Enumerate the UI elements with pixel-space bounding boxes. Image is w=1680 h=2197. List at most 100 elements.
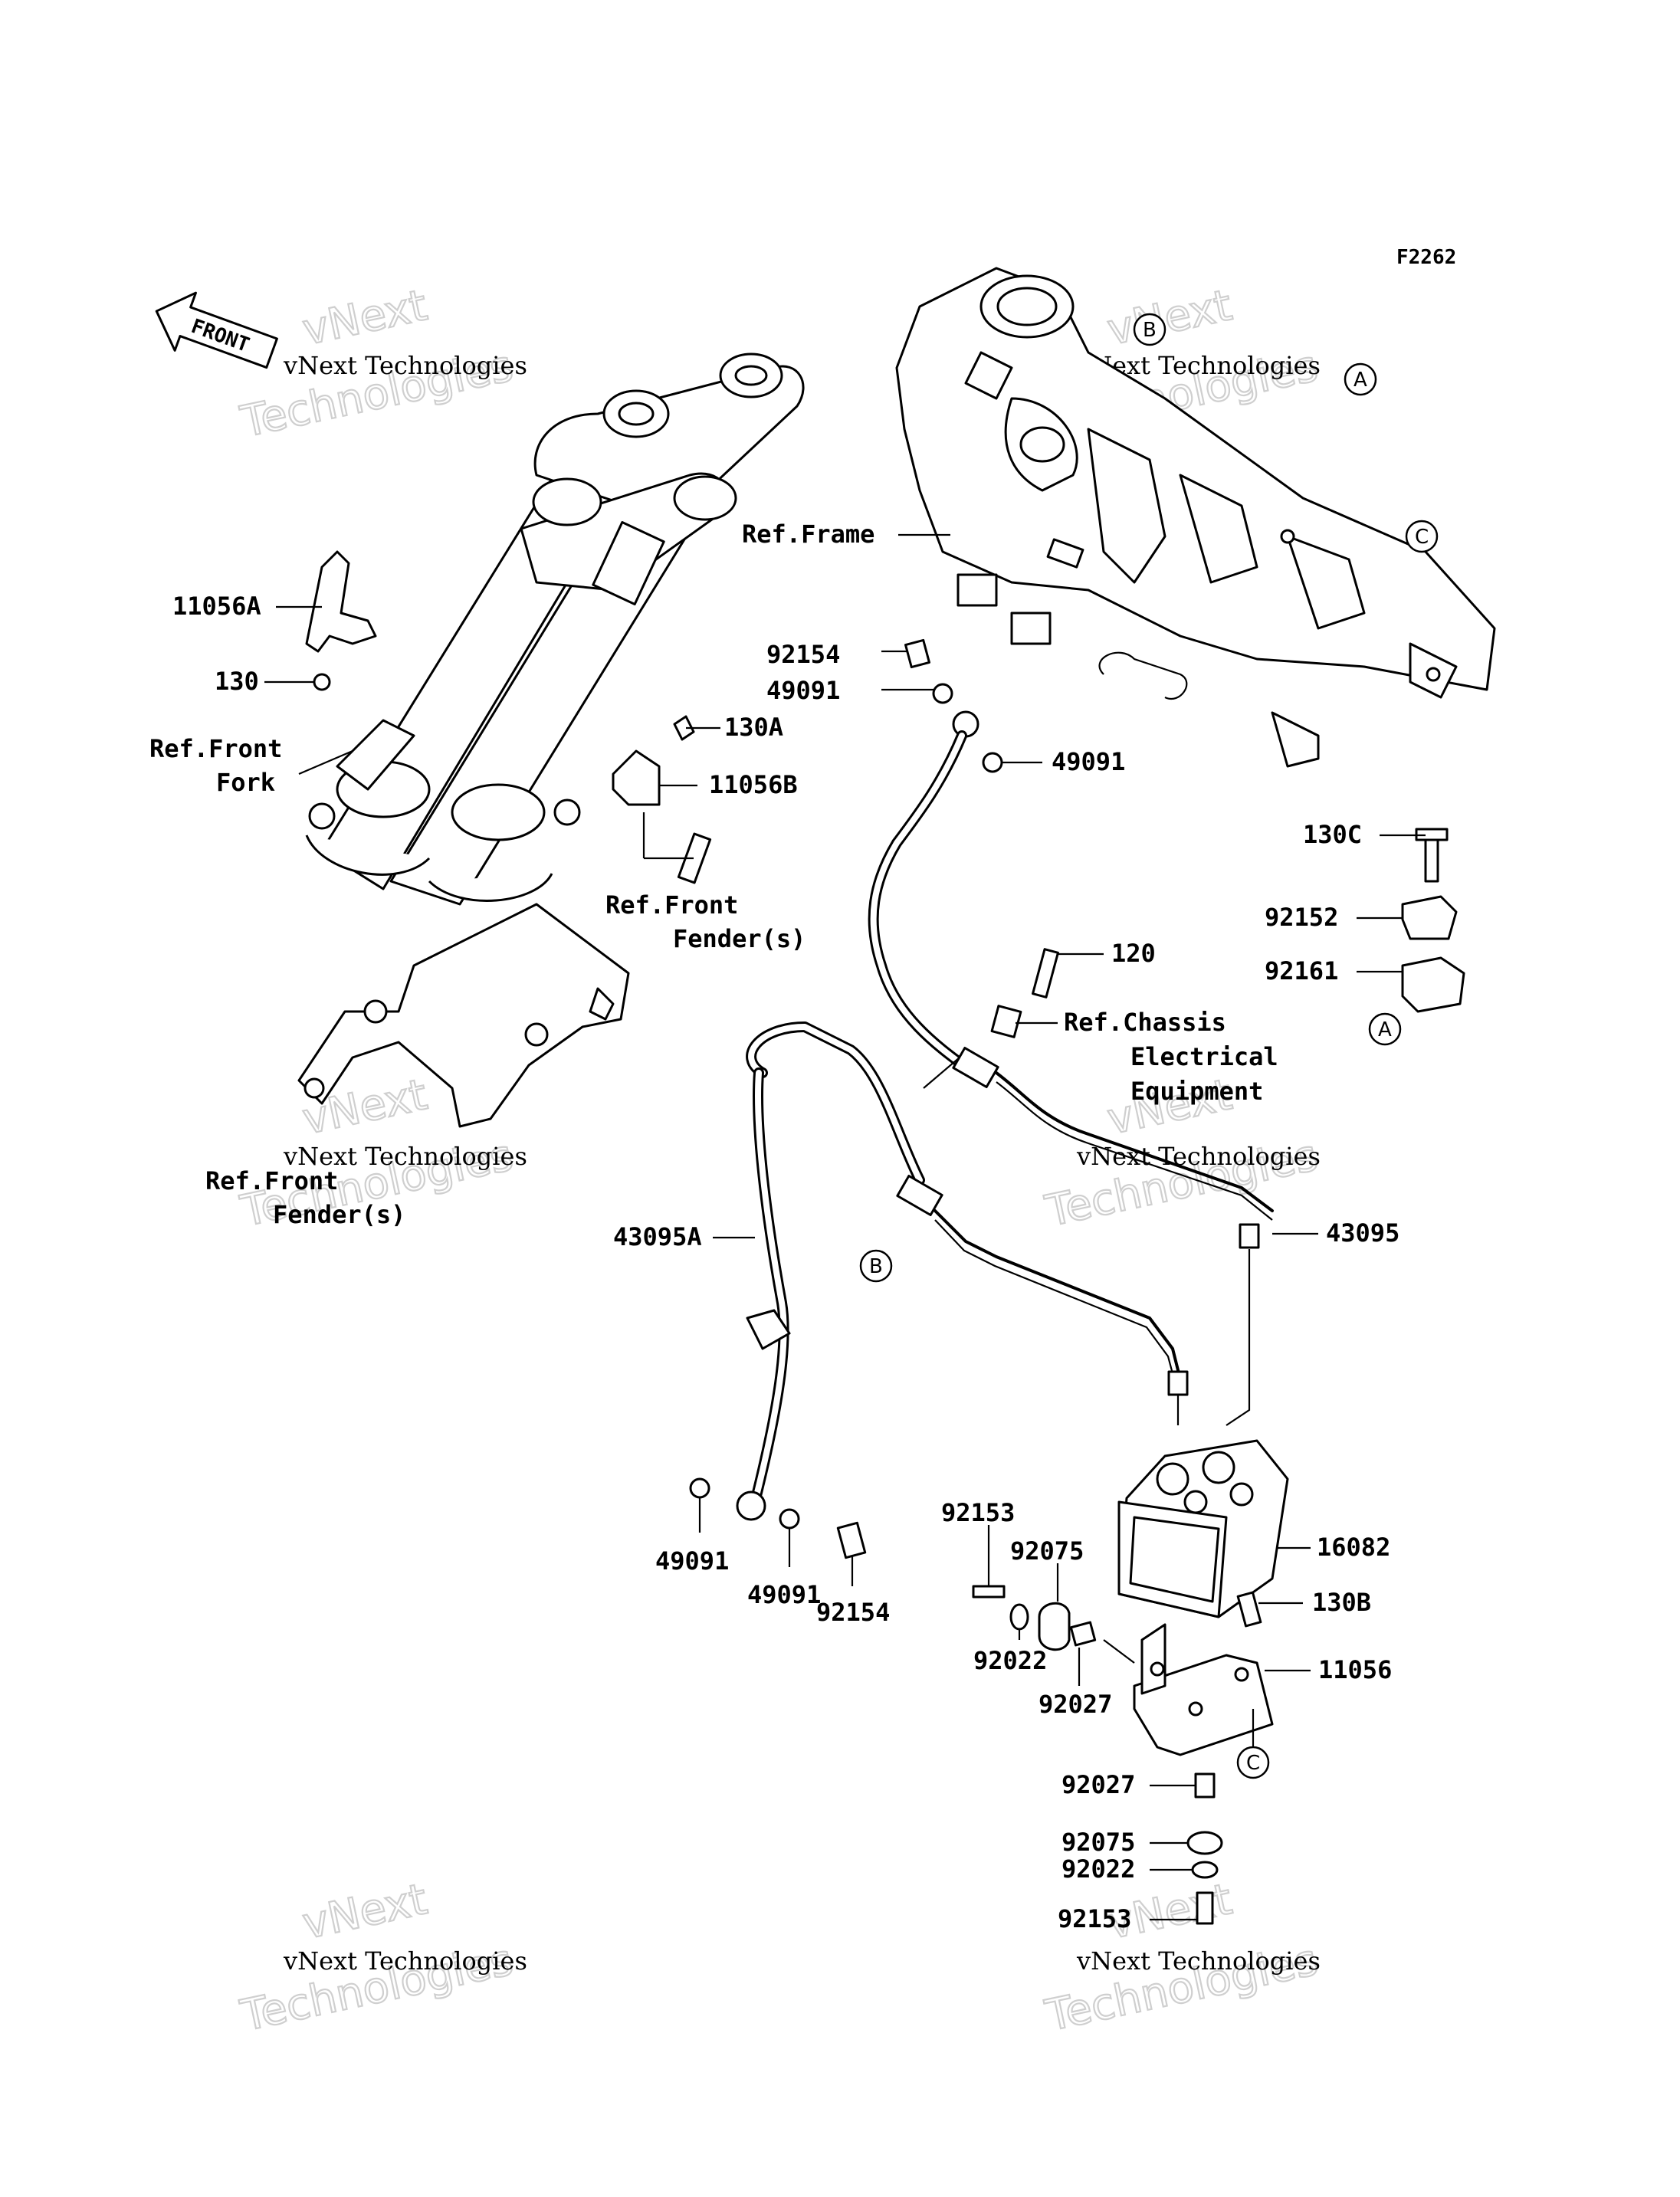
bolt-130 xyxy=(313,673,331,691)
label-92075-b: 92075 xyxy=(1061,1828,1135,1857)
grommet-92075-b xyxy=(1186,1831,1223,1855)
collar-92027-a xyxy=(1069,1621,1097,1647)
bolt-92153-b xyxy=(1196,1891,1214,1925)
banjo-bolt-92154-b xyxy=(836,1521,867,1559)
fender-bolt xyxy=(677,832,712,884)
washer-92022-b xyxy=(1191,1861,1219,1879)
label-130B: 130B xyxy=(1312,1588,1371,1617)
callout-C-top: C xyxy=(1405,520,1439,553)
figure-code: F2262 xyxy=(1396,246,1456,269)
svg-text:vNext Technologies: vNext Technologies xyxy=(283,1946,527,1976)
label-11056B: 11056B xyxy=(709,770,798,799)
label-92027-b: 92027 xyxy=(1061,1770,1135,1799)
damper-92152 xyxy=(1401,895,1458,940)
label-92027-a: 92027 xyxy=(1039,1690,1112,1719)
label-49091-top1: 49091 xyxy=(766,676,840,705)
svg-text:vNext: vNext xyxy=(1103,280,1236,356)
label-92153-a: 92153 xyxy=(941,1498,1015,1527)
wire-clip xyxy=(1098,651,1188,700)
clip-11056A xyxy=(305,550,377,653)
label-11056: 11056 xyxy=(1318,1655,1392,1684)
label-49091-b1: 49091 xyxy=(655,1546,729,1576)
front-direction-arrow: FRONT xyxy=(155,291,278,369)
collar-92027-b xyxy=(1194,1772,1216,1799)
callout-circles: B A C A B C xyxy=(859,313,1439,1779)
bolt-120-group xyxy=(990,948,1059,1038)
svg-text:A: A xyxy=(1354,369,1367,392)
callout-B-mid: B xyxy=(859,1249,893,1283)
washer-49091-b2 xyxy=(779,1508,800,1530)
front-fork-assembly xyxy=(305,353,805,906)
washer-92022-a xyxy=(1009,1603,1029,1631)
abs-hydraulic-unit xyxy=(1117,1439,1289,1618)
label-92161: 92161 xyxy=(1265,956,1338,985)
svg-text:vNext: vNext xyxy=(298,1874,431,1949)
grommet-92075-a xyxy=(1038,1602,1071,1651)
svg-text:vNext Technologies: vNext Technologies xyxy=(1076,1142,1321,1171)
banjo-bolt-92154-top xyxy=(904,638,930,669)
svg-text:B: B xyxy=(869,1255,883,1278)
leader-lines xyxy=(264,533,1426,1921)
callout-A-mid: A xyxy=(1368,1012,1402,1046)
ref-chassis-line3: Equipment xyxy=(1130,1077,1263,1106)
ref-front-fender-b-line1: Ref.Front xyxy=(205,1166,338,1195)
part-labels: 11056A 130 130A 11056B 92154 49091 49091… xyxy=(172,592,1399,1933)
label-92154-b: 92154 xyxy=(816,1598,890,1627)
svg-text:vNext Technologies: vNext Technologies xyxy=(283,1142,527,1171)
label-92022-b: 92022 xyxy=(1061,1854,1135,1884)
lower-banjo-hardware xyxy=(689,1477,867,1559)
bolt-92153-a xyxy=(972,1585,1006,1599)
ref-front-fork-line2: Fork xyxy=(216,768,275,797)
label-92022-a: 92022 xyxy=(973,1646,1047,1675)
ref-front-fender-b-line2: Fender(s) xyxy=(273,1200,405,1229)
svg-text:vNext: vNext xyxy=(298,280,431,356)
bracket-92161 xyxy=(1401,956,1465,1013)
ref-front-fender-a-line2: Fender(s) xyxy=(673,924,806,953)
svg-text:B: B xyxy=(1143,319,1157,342)
label-92153-b: 92153 xyxy=(1058,1904,1131,1933)
banjo-fitting-lower xyxy=(736,1490,766,1521)
right-mount-stack xyxy=(1401,828,1465,1013)
label-130A: 130A xyxy=(724,713,783,742)
ref-frame: Ref.Frame xyxy=(742,520,874,549)
svg-text:C: C xyxy=(1246,1752,1260,1775)
label-120: 120 xyxy=(1111,939,1156,968)
brake-hoses xyxy=(746,730,1274,1507)
bolt-130A xyxy=(673,715,695,741)
clamp-11056B xyxy=(612,749,661,806)
label-92075-a: 92075 xyxy=(1010,1536,1084,1566)
label-49091-top2: 49091 xyxy=(1052,747,1125,776)
label-11056A: 11056A xyxy=(172,592,261,621)
callout-C-bottom: C xyxy=(1236,1746,1270,1779)
ref-front-fender-a-line1: Ref.Front xyxy=(605,890,738,920)
svg-text:vNext Technologies: vNext Technologies xyxy=(283,351,527,380)
ref-chassis-line2: Electrical xyxy=(1130,1042,1278,1071)
label-130C: 130C xyxy=(1303,820,1362,849)
watermark-top-left: vNext Technologies vNext Technologies xyxy=(235,280,527,448)
front-arrow-icon xyxy=(155,291,278,369)
watermark-bottom-right: vNext Technologies vNext Technologies xyxy=(1040,1874,1323,2042)
label-92152: 92152 xyxy=(1265,903,1338,932)
hose-joint-lower xyxy=(896,1175,943,1216)
label-49091-b2: 49091 xyxy=(747,1580,821,1609)
label-43095: 43095 xyxy=(1326,1218,1399,1248)
pipe-end-fitting-43095 xyxy=(1239,1223,1260,1249)
label-92154-top: 92154 xyxy=(766,640,840,669)
frame-assembly xyxy=(895,267,1496,768)
ref-chassis-line1: Ref.Chassis xyxy=(1064,1008,1226,1037)
callout-A-top: A xyxy=(1344,362,1377,396)
bolt-130C xyxy=(1424,834,1439,883)
hose-joint-upper xyxy=(952,1047,999,1088)
reference-labels: Ref.Frame Ref.Front Fork Ref.Front Fende… xyxy=(149,520,1278,1229)
front-fender-bracket xyxy=(297,903,630,1128)
callout-B-top: B xyxy=(1133,313,1166,346)
abs-mount-hardware xyxy=(972,1585,1274,1925)
washer-49091-top2 xyxy=(982,752,1003,773)
washer-49091-b1 xyxy=(689,1477,710,1499)
bolt-130B xyxy=(1236,1591,1262,1628)
svg-text:vNext Technologies: vNext Technologies xyxy=(1076,1946,1321,1976)
label-130: 130 xyxy=(215,667,259,696)
svg-text:C: C xyxy=(1415,526,1429,549)
